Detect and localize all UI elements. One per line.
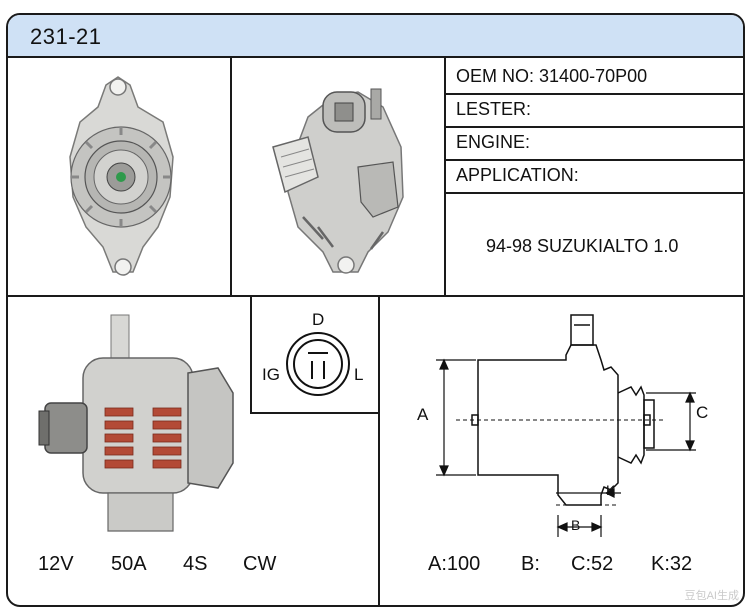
dimension-drawing (436, 314, 696, 537)
voltage-value: 12V (38, 553, 74, 575)
connector-plug-diagram (286, 332, 350, 396)
divider (250, 295, 252, 413)
connector-terminal-d: D (312, 310, 325, 329)
dimension-label-b: B (571, 517, 581, 533)
divider (8, 295, 743, 297)
connector-terminal-ig: IG (262, 365, 280, 384)
dimension-a-value: A:100 (428, 553, 481, 575)
part-number-title: 231-21 (30, 24, 102, 49)
header-bar: 231-21 (8, 15, 743, 58)
alternator-front-view (69, 76, 174, 276)
dimension-b-value: B: (521, 553, 540, 575)
divider (444, 126, 743, 128)
dimension-label-k: K (606, 482, 616, 498)
amperage-value: 50A (111, 553, 147, 575)
application-value: 94-98 SUZUKIALTO 1.0 (486, 236, 679, 256)
alternator-rear-view (272, 88, 404, 274)
divider (378, 295, 380, 605)
lester-label: LESTER: (456, 99, 532, 119)
oem-value: 31400-70P00 (539, 66, 648, 86)
dimension-c-value: C:52 (571, 553, 614, 575)
divider (230, 56, 232, 296)
oem-label: OEM NO: (456, 66, 535, 86)
divider (444, 159, 743, 161)
dimension-k-value: K:32 (651, 553, 693, 575)
dimension-label-c: C (696, 403, 709, 422)
watermark: 豆包AI生成 (684, 590, 739, 602)
divider (444, 56, 446, 296)
connector-terminal-l: L (354, 365, 364, 384)
dimension-label-a: A (417, 405, 429, 424)
application-label: APPLICATION: (456, 165, 579, 185)
divider (444, 192, 743, 194)
rotation-value: CW (243, 553, 277, 575)
divider (444, 93, 743, 95)
engine-label: ENGINE: (456, 132, 531, 152)
divider (250, 412, 380, 414)
alternator-side-view (38, 314, 234, 532)
pulley-value: 4S (183, 553, 208, 575)
product-card: 231-21 OEM NO: 31400-70P00 LESTER: ENGIN… (6, 13, 745, 607)
